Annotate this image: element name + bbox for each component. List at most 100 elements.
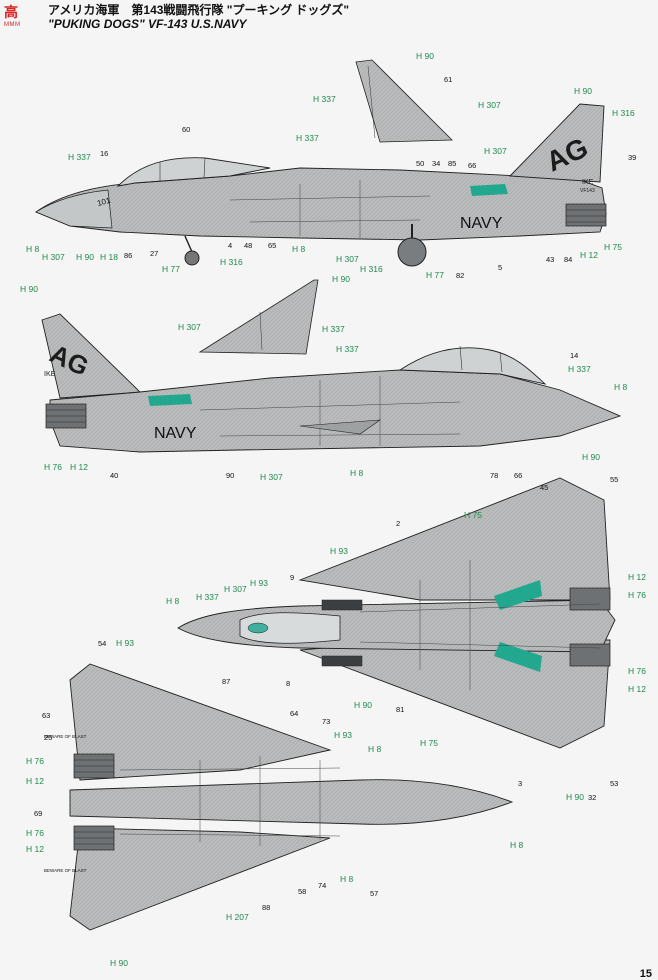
- vertical-tail-mid: [41, 313, 142, 399]
- svg-text:H 337: H 337: [68, 152, 91, 162]
- svg-text:H 307: H 307: [42, 252, 65, 262]
- svg-text:4: 4: [228, 241, 232, 250]
- svg-text:BEWARE OF BLAST: BEWARE OF BLAST: [44, 734, 87, 739]
- svg-text:63: 63: [42, 711, 50, 720]
- svg-text:39: 39: [628, 153, 636, 162]
- side-view-right-profile: AG IKE NAVY: [41, 279, 622, 453]
- svg-text:57: 57: [370, 889, 378, 898]
- svg-text:87: 87: [222, 677, 230, 686]
- svg-text:H 337: H 337: [336, 344, 359, 354]
- svg-text:H 90: H 90: [416, 51, 434, 61]
- wing-lower-left: [69, 663, 332, 781]
- svg-text:H 8: H 8: [614, 382, 628, 392]
- svg-text:H 8: H 8: [510, 840, 524, 850]
- teal-intake-upper: [494, 580, 542, 610]
- wing-upper-left: [298, 477, 611, 601]
- svg-text:H 90: H 90: [332, 274, 350, 284]
- svg-text:9: 9: [290, 573, 294, 582]
- title-japanese: アメリカ海軍 第143戦闘飛行隊 "プーキング ドッグズ": [48, 3, 350, 17]
- svg-text:H 76: H 76: [26, 828, 44, 838]
- svg-text:H 90: H 90: [76, 252, 94, 262]
- svg-text:H 75: H 75: [420, 738, 438, 748]
- svg-text:H 75: H 75: [464, 510, 482, 520]
- fuselage-mid: [49, 369, 622, 453]
- separate-fin-top: [355, 59, 453, 143]
- svg-text:H 337: H 337: [568, 364, 591, 374]
- svg-text:H 337: H 337: [296, 133, 319, 143]
- svg-text:5: 5: [498, 263, 502, 272]
- part-numbers: 16 60 4 48 65 27 86 50 34 85 66 5 82 43 …: [34, 75, 636, 912]
- svg-text:69: 69: [34, 809, 42, 818]
- svg-text:BEWARE OF BLAST: BEWARE OF BLAST: [44, 868, 87, 873]
- svg-text:H 8: H 8: [26, 244, 40, 254]
- svg-text:2: 2: [396, 519, 400, 528]
- svg-text:90: 90: [226, 471, 234, 480]
- svg-text:H 12: H 12: [26, 776, 44, 786]
- vertical-tail-top-view1: [508, 103, 605, 183]
- teal-stripe-mid: [148, 394, 192, 406]
- wing-lower-right: [69, 827, 331, 931]
- svg-text:NAVY: NAVY: [154, 425, 197, 442]
- svg-text:H 76: H 76: [44, 462, 62, 472]
- svg-text:8: 8: [286, 679, 290, 688]
- svg-text:H 76: H 76: [26, 756, 44, 766]
- svg-text:58: 58: [298, 887, 306, 896]
- svg-text:H 90: H 90: [574, 86, 592, 96]
- nose-wheel: [184, 250, 200, 266]
- svg-text:H 8: H 8: [368, 744, 382, 754]
- page-number: 15: [639, 968, 652, 980]
- svg-text:H 207: H 207: [226, 912, 249, 922]
- svg-text:H 93: H 93: [334, 730, 352, 740]
- svg-text:84: 84: [564, 255, 572, 264]
- svg-text:H 77: H 77: [162, 264, 180, 274]
- svg-text:48: 48: [244, 241, 252, 250]
- canopy-mid: [398, 347, 547, 385]
- main-wheel: [397, 237, 427, 267]
- svg-text:60: 60: [182, 125, 190, 134]
- fuselage-top-view1: [35, 167, 607, 241]
- svg-text:27: 27: [150, 249, 158, 258]
- svg-text:H 75: H 75: [604, 242, 622, 252]
- svg-text:H 307: H 307: [478, 100, 501, 110]
- svg-text:H 77: H 77: [426, 270, 444, 280]
- svg-text:H 8: H 8: [166, 596, 180, 606]
- svg-text:H 90: H 90: [20, 284, 38, 294]
- svg-text:H 316: H 316: [612, 108, 635, 118]
- separate-fin-mid: [198, 279, 319, 355]
- svg-text:H 8: H 8: [340, 874, 354, 884]
- svg-text:H 307: H 307: [336, 254, 359, 264]
- teal-stripe-top-view1: [470, 184, 508, 196]
- svg-text:43: 43: [546, 255, 554, 264]
- site-logo: 高 MMM: [4, 4, 21, 28]
- svg-text:74: 74: [318, 881, 326, 890]
- svg-text:53: 53: [610, 779, 618, 788]
- svg-text:82: 82: [456, 271, 464, 280]
- svg-text:H 76: H 76: [628, 590, 646, 600]
- header: 高 MMM アメリカ海軍 第143戦闘飛行隊 "プーキング ドッグズ" "PUK…: [0, 0, 658, 34]
- svg-text:H 90: H 90: [110, 958, 128, 968]
- svg-text:H 12: H 12: [70, 462, 88, 472]
- svg-text:H 307: H 307: [224, 584, 247, 594]
- svg-text:H 12: H 12: [580, 250, 598, 260]
- svg-text:H 337: H 337: [196, 592, 219, 602]
- svg-text:34: 34: [432, 159, 440, 168]
- svg-text:65: 65: [268, 241, 276, 250]
- svg-text:73: 73: [322, 717, 330, 726]
- svg-text:50: 50: [416, 159, 424, 168]
- plan-view-lower: BEWARE OF BLAST BEWARE OF BLAST: [44, 663, 514, 931]
- svg-text:81: 81: [396, 705, 404, 714]
- paint-callouts: H 90 H 337 H 307 H 337 H 337 H 307 H 90 …: [20, 51, 646, 968]
- side-view-left-profile: AG IKE VF143 NAVY 101: [35, 59, 607, 267]
- svg-text:H 337: H 337: [322, 324, 345, 334]
- svg-text:H 307: H 307: [260, 472, 283, 482]
- svg-text:45: 45: [540, 483, 548, 492]
- svg-text:H 12: H 12: [628, 572, 646, 582]
- svg-text:H 76: H 76: [628, 666, 646, 676]
- svg-text:14: 14: [570, 351, 578, 360]
- svg-text:88: 88: [262, 903, 270, 912]
- svg-text:85: 85: [448, 159, 456, 168]
- canopy-upper-plan: [239, 612, 341, 644]
- svg-text:66: 66: [468, 161, 476, 170]
- svg-text:64: 64: [290, 709, 298, 718]
